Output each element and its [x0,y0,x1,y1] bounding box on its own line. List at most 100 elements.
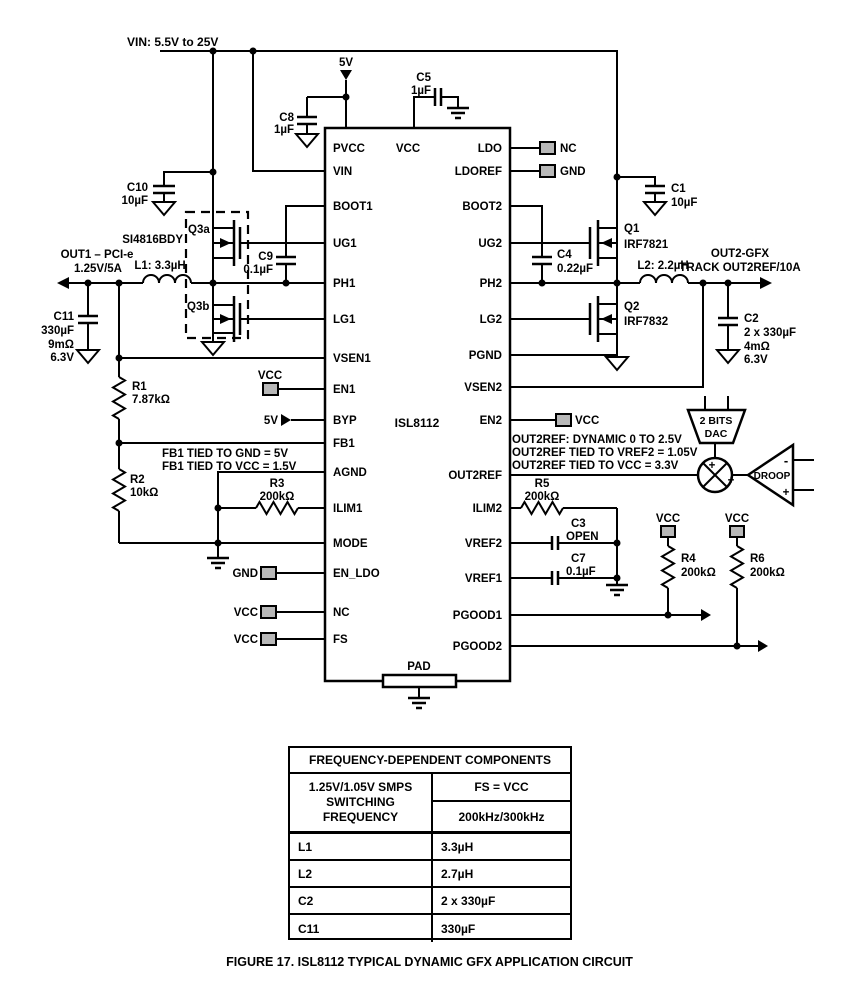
out2-label-1: OUT2-GFX [711,248,769,260]
pin-ug1: UG1 [333,238,357,250]
q3b-label: Q3b [187,301,209,313]
pin-pgood2: PGOOD2 [453,641,502,653]
ic-name: ISL8112 [395,416,440,430]
row-value: 330µF [441,921,476,936]
pad-r4-vcc [660,525,676,538]
col2-frequency: 200kHz/300kHz [458,809,545,824]
pin-en-ldo: EN_LDO [333,568,380,580]
c1-value: 10µF [671,197,697,209]
capacitor-plates [78,88,738,585]
pin-lg1: LG1 [333,314,356,326]
row-component: L2 [290,861,433,886]
mosfet-q1 [588,220,617,266]
q3a-label: Q3a [188,224,210,236]
pin-ldo: LDO [478,143,502,155]
mosfet-q2 [588,296,617,342]
ground-agnd [207,556,229,570]
table-col1-header: 1.25V/1.05V SMPS SWITCHING FREQUENCY [290,774,433,831]
pin-ph2: PH2 [480,278,502,290]
l2-label: L2: 2.2µH [637,260,688,272]
body-diode-arrow [220,238,231,248]
table-title: FREQUENCY-DEPENDENT COMPONENTS [290,748,570,774]
byp-5v-arrow [281,414,291,426]
dac-label-2: DAC [705,428,728,440]
out2ref-note-2: OUT2REF TIED TO VREF2 = 1.05V [512,447,698,459]
ground-q3b [199,341,227,357]
pin-boot1: BOOT1 [333,201,373,213]
cap-c1 [645,184,665,195]
c2-esr: 4mΩ [744,341,770,353]
resistors [111,376,745,589]
ldoref-gnd-label: GND [560,166,586,178]
row-component: C11 [290,915,433,942]
cap-c2 [718,316,738,327]
col1-line3: FREQUENCY [322,810,399,824]
ldo-nc-label: NC [560,143,577,155]
mosfet-q3a [213,220,242,266]
triangle-grounds [74,133,742,372]
pin-pgnd: PGND [469,350,502,362]
pin-ph1: PH1 [333,278,356,290]
earth-grounds [207,106,628,710]
r5-ref: R5 [535,478,550,490]
out1-arrow [57,277,69,289]
q3-part-label: SI4816BDY [122,234,183,246]
c5-value: 1µF [411,85,431,97]
cap-c10 [153,184,175,195]
r6-ref: R6 [750,553,765,565]
c3-ref: C3 [571,518,586,530]
c4-ref: C4 [557,249,572,261]
enldo-gnd-label: GND [232,568,258,580]
wires [69,50,814,698]
r4-value: 200kΩ [681,567,716,579]
five-v-arrow [340,70,352,80]
ic-left-pin-labels: PVCC VIN BOOT1 UG1 PH1 LG1 VSEN1 EN1 BYP… [333,143,380,646]
r4-ref: R4 [681,553,696,565]
pin-lg2: LG2 [480,314,502,326]
col1-line1: 1.25V/1.05V SMPS [308,780,413,794]
c2-ref: C2 [744,313,759,325]
res-r1 [111,376,127,420]
pad-enldo-gnd [260,566,277,580]
c11-esr: 9mΩ [48,339,74,351]
terminal-pads [260,141,745,646]
pin-ilim2: ILIM2 [473,503,502,515]
pin-pvcc: PVCC [333,143,365,155]
ground-pgnd [603,356,631,372]
q1-ref: Q1 [624,223,640,235]
droop-minus: - [784,453,788,468]
pgood1-arrow [701,609,711,621]
res-r2 [111,468,127,512]
row-component: C2 [290,888,433,913]
pin-nc: NC [333,607,350,619]
cap-c5 [433,88,443,106]
ic-isl8112: ISL8112 VCC PVCC VIN BOOT1 UG1 PH1 LG1 V… [323,126,512,689]
pad-label: PAD [407,661,430,673]
cap-c4 [532,255,552,266]
c2-volt: 6.3V [744,354,768,366]
out1-label-1: OUT1 – PCI-e [61,249,134,261]
pad-fs-vcc [260,632,277,646]
summing-junction: + + [696,456,735,494]
ground-c2 [714,349,742,365]
pin-out2ref: OUT2REF [448,470,502,482]
mosfet-q3b [213,296,242,342]
c3-value: OPEN [566,531,599,543]
row-value: 2.7µH [441,866,474,881]
r1-value: 7.87kΩ [132,394,170,406]
byp-5v-label: 5V [264,415,278,427]
out2ref-note-3: OUT2REF TIED TO VCC = 3.3V [512,460,679,472]
dac-label-1: 2 BITS [700,415,733,427]
ground-c11 [74,349,102,365]
cap-c8 [297,115,317,126]
res-r3 [255,500,299,516]
droop-plus: + [783,487,790,499]
out2-label-2: TRACK OUT2REF/10A [679,262,800,274]
ground-c5 [447,106,469,120]
c1-ref: C1 [671,183,686,195]
pgood2-arrow [758,640,768,652]
pin-vin: VIN [333,166,352,178]
res-r4 [660,545,676,589]
row-value: 3.3µH [441,839,474,854]
